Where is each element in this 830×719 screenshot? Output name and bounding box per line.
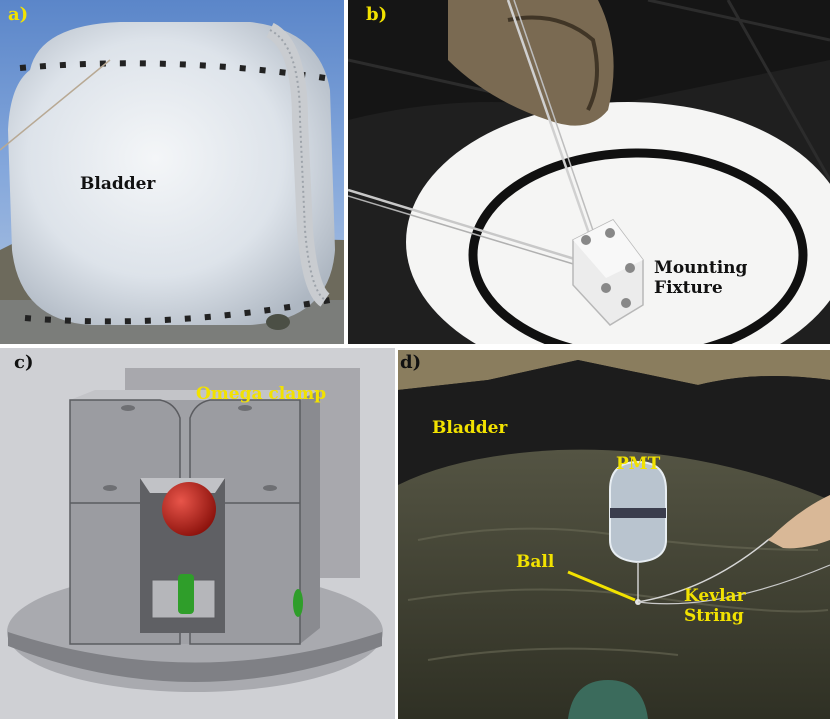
kevlar-label-line2: String <box>684 606 744 627</box>
side-green-marker <box>293 589 303 617</box>
panel-b-photo: b) Mounting Fixture <box>348 0 830 344</box>
kevlar-label-line1: Kevlar <box>684 586 746 606</box>
panel-a-tag: a) <box>8 4 29 25</box>
panel-b-tag: b) <box>366 4 388 25</box>
white-disc <box>406 102 830 344</box>
black-ring <box>468 148 808 344</box>
pmt-in-water-photo <box>398 350 830 719</box>
kevlar-string-label: Kevlar String <box>684 586 746 627</box>
pmt-label: PMT <box>616 454 661 474</box>
bladder-wall <box>398 360 830 500</box>
omega-clamp-render <box>0 348 395 719</box>
clamp-ball <box>162 482 216 536</box>
panel-a-photo: a) Bladder <box>0 0 344 344</box>
mounting-fixture-label: Mounting Fixture <box>654 258 747 299</box>
mounting-label-line1: Mounting <box>654 258 748 278</box>
omega-clamp-label: Omega clamp <box>196 384 327 404</box>
bladder-photo <box>0 0 344 344</box>
ball-pointer-line <box>567 570 636 602</box>
panel-d-photo: d) Bladder PMT Ball Kevlar String <box>398 350 830 719</box>
clamp-green-insert <box>178 574 194 614</box>
hand <box>768 495 830 549</box>
ball-label: Ball <box>516 552 555 572</box>
mounting-fixture-photo <box>348 0 830 344</box>
panel-c-render: c) Omega clamp <box>0 348 395 719</box>
mounting-label-line2: Fixture <box>654 278 723 299</box>
bladder-label-d: Bladder <box>432 418 508 438</box>
bladder-bag <box>8 22 335 325</box>
bladder-label: Bladder <box>80 174 156 194</box>
panel-c-tag: c) <box>14 352 34 373</box>
panel-d-tag: d) <box>400 352 422 373</box>
